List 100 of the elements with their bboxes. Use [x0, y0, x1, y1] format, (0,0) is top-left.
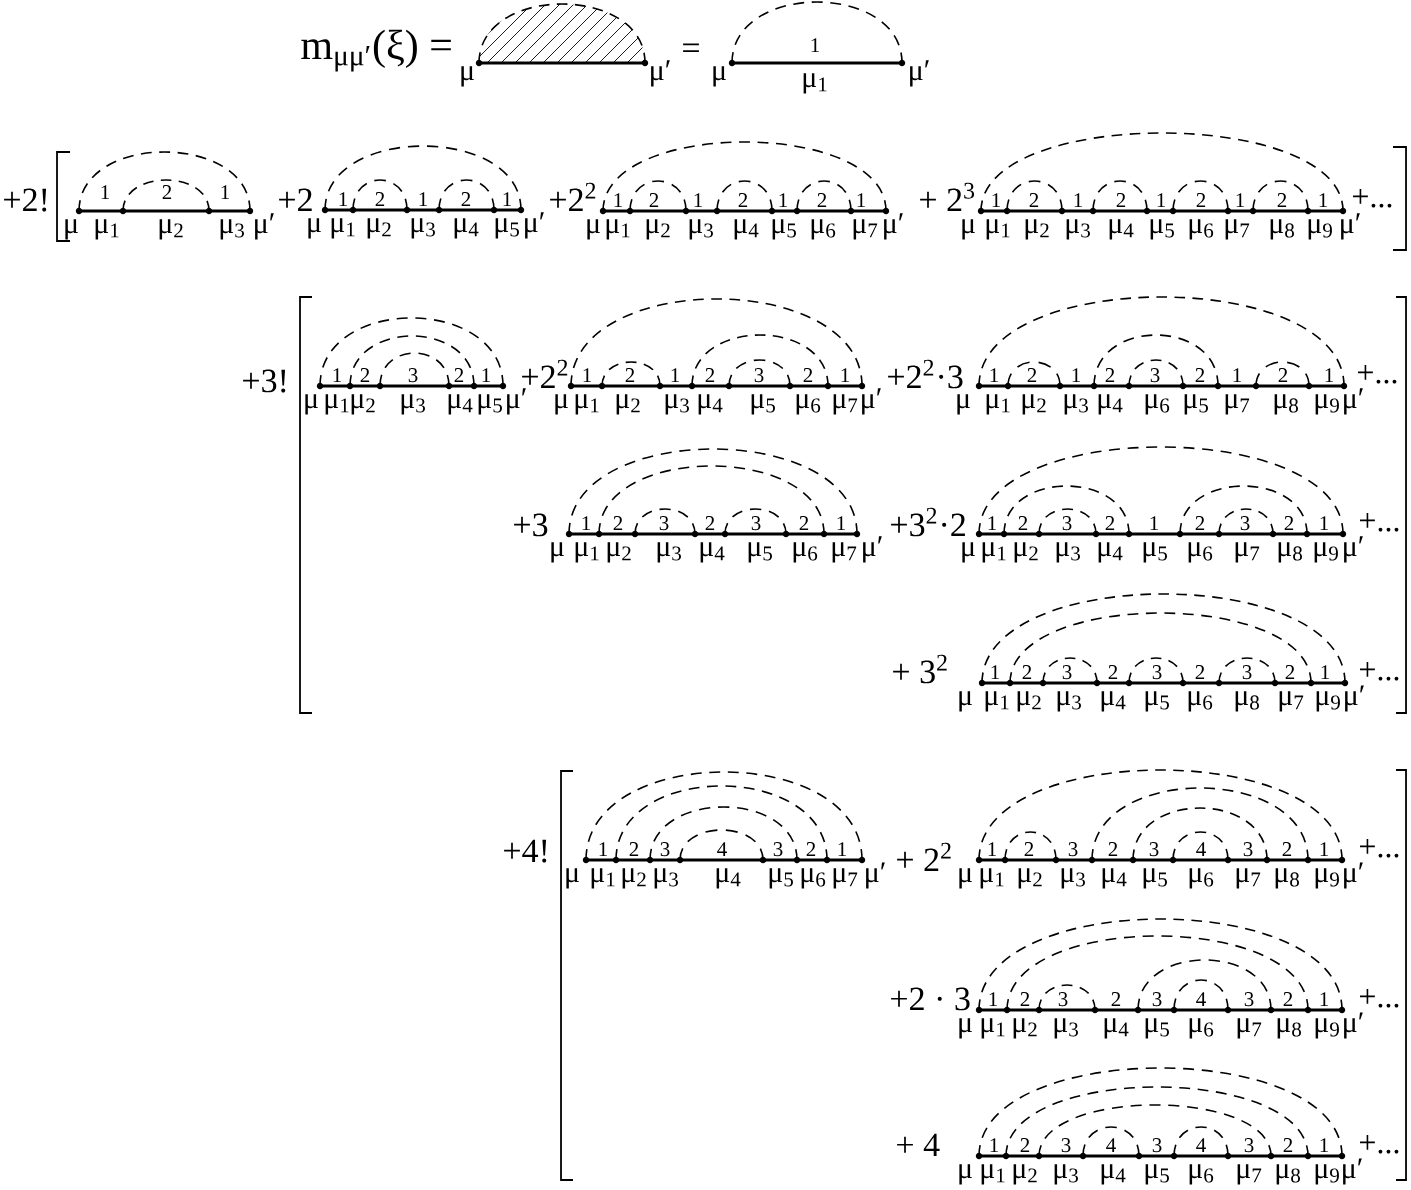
index-label: μ	[957, 394, 970, 415]
index-label: μ$_{9}$	[1315, 868, 1339, 889]
index-label: μ$_{3}$	[1064, 394, 1088, 415]
index-label: μ$_{8}$	[1276, 1164, 1300, 1185]
index-label: μ$_{1}$	[325, 394, 349, 415]
index-label: μ	[959, 1018, 972, 1039]
segment-number: 2	[1020, 1138, 1030, 1152]
segment-number: 2	[461, 192, 471, 206]
segment-number: 2	[625, 368, 635, 382]
index-label: μ$_{9}$	[1315, 1164, 1339, 1185]
index-label: μ	[959, 868, 972, 889]
segment-number: 3	[773, 842, 783, 857]
index-label: μ$_{4}$	[1104, 1018, 1129, 1039]
index-label: μ$_{5}$	[769, 868, 793, 889]
segment-number: 2	[799, 516, 809, 530]
index-label: μ$_{4}$	[454, 218, 479, 239]
index-label: μ	[555, 394, 568, 415]
segment-number: 1	[101, 185, 109, 199]
index-label: μ$_{1}$	[575, 542, 599, 563]
index-label: μ$_{1}$	[331, 218, 355, 239]
segment-number: 1	[419, 192, 427, 206]
index-label: μ$_{9}$	[1315, 394, 1339, 415]
segment-number: 2	[1108, 665, 1118, 679]
segment-number: 1	[599, 842, 607, 856]
index-label: μ$_{4}$	[1101, 1164, 1126, 1185]
segment-number: 2	[1278, 368, 1288, 382]
segment-number: 1	[1236, 193, 1244, 207]
index-label: μ$_{2}$	[622, 868, 646, 889]
index-label: μ$_{5}$	[1145, 691, 1169, 712]
segment-number: 2	[1195, 516, 1205, 530]
index-label: μ$_{4}$	[700, 542, 725, 563]
index-label: μ$_{6}$	[793, 542, 818, 563]
index-label: μ$_{8}$	[1270, 219, 1294, 240]
coefficient: +2	[279, 188, 312, 211]
segment-number: 4	[1196, 842, 1206, 856]
segment-number: 3	[1152, 665, 1162, 680]
index-label: μ$_{2}$	[367, 218, 391, 239]
index-label: μ$_{3}$	[689, 219, 713, 240]
segment-number: 1	[333, 368, 341, 382]
index-label: μ′	[1344, 862, 1363, 889]
segment-number: 2	[1282, 842, 1292, 856]
index-label: μ$_{9}$	[1315, 1018, 1339, 1039]
index-label: μ$_{3}$	[1061, 868, 1085, 889]
segment-number: 2	[1105, 368, 1115, 382]
segment-number: 1	[1150, 516, 1158, 530]
index-label: μ$_{3}$	[1054, 1164, 1078, 1185]
index-label: μ$_{1}$	[986, 394, 1010, 415]
index-label: μ$_{5}$	[1145, 1164, 1169, 1185]
index-label: μ$_{3}$	[411, 218, 435, 239]
segment-number: 1	[857, 193, 865, 207]
index-label: μ	[305, 394, 318, 415]
segment-number: 3	[660, 842, 670, 857]
index-label: μ′	[1344, 536, 1363, 563]
index-label: μ$_{7}$	[1225, 394, 1250, 415]
segment-number: 1	[991, 665, 999, 679]
ellipsis-term: +...	[1360, 988, 1399, 1008]
segment-number: 1	[671, 368, 679, 382]
index-label: μ′	[1345, 685, 1364, 712]
segment-number: 1	[1319, 193, 1327, 207]
index-label: μ$_{6}$	[1188, 691, 1213, 712]
segment-number: 2	[1018, 516, 1028, 530]
equals-sign: =	[683, 43, 699, 52]
index-label: μ$_{4}$	[1098, 542, 1123, 563]
index-label: μ$_{7}$	[1235, 542, 1260, 563]
segment-number: 1	[583, 368, 591, 382]
segment-number: 2	[705, 516, 715, 530]
segment-number: 3	[1152, 992, 1162, 1007]
segment-number: 1	[988, 842, 996, 856]
index-label: μ$_{2}$	[1013, 1164, 1037, 1185]
index-label: μ	[962, 542, 975, 563]
index-label: μ′	[884, 213, 903, 240]
segment-number: 1	[989, 992, 997, 1006]
segment-number: 1	[992, 193, 1000, 207]
index-label: μ$_{8}$	[1275, 868, 1299, 889]
index-label: μ$_{6}$	[1189, 1164, 1214, 1185]
index-label: μ$_{3}$	[1066, 219, 1090, 240]
index-label: μ$_{7}$	[853, 219, 878, 240]
index-label: μ$_{5}$	[495, 218, 519, 239]
index-label: μ$_{4}$	[698, 394, 723, 415]
segment-number: 4	[1196, 1138, 1206, 1152]
index-label: μ$_{3}$	[220, 219, 244, 240]
index-label: μ$_{7}$	[1225, 219, 1250, 240]
index-label: μ	[461, 66, 474, 87]
index-label: μ$_{1}$	[575, 394, 599, 415]
index-label: μ	[713, 66, 726, 87]
index-label: μ$_{2}$	[1022, 394, 1046, 415]
index-label: μ$_{7}$	[1279, 691, 1304, 712]
segment-number: 1	[1157, 193, 1165, 207]
segment-number: 3	[659, 516, 669, 531]
segment-number: 1	[582, 516, 590, 530]
index-label: μ$_{4}$	[1098, 394, 1123, 415]
index-label: μ′	[1344, 1012, 1363, 1039]
segment-number: 1	[990, 1138, 998, 1152]
coefficient: +3	[514, 513, 548, 537]
index-label: μ$_{6}$	[1188, 542, 1213, 563]
index-label: μ	[587, 219, 600, 240]
index-label: μ$_{4}$	[716, 868, 741, 889]
index-label: μ	[962, 219, 975, 240]
segment-number: 1	[1320, 516, 1328, 530]
ellipsis-term: +...	[1360, 512, 1399, 532]
